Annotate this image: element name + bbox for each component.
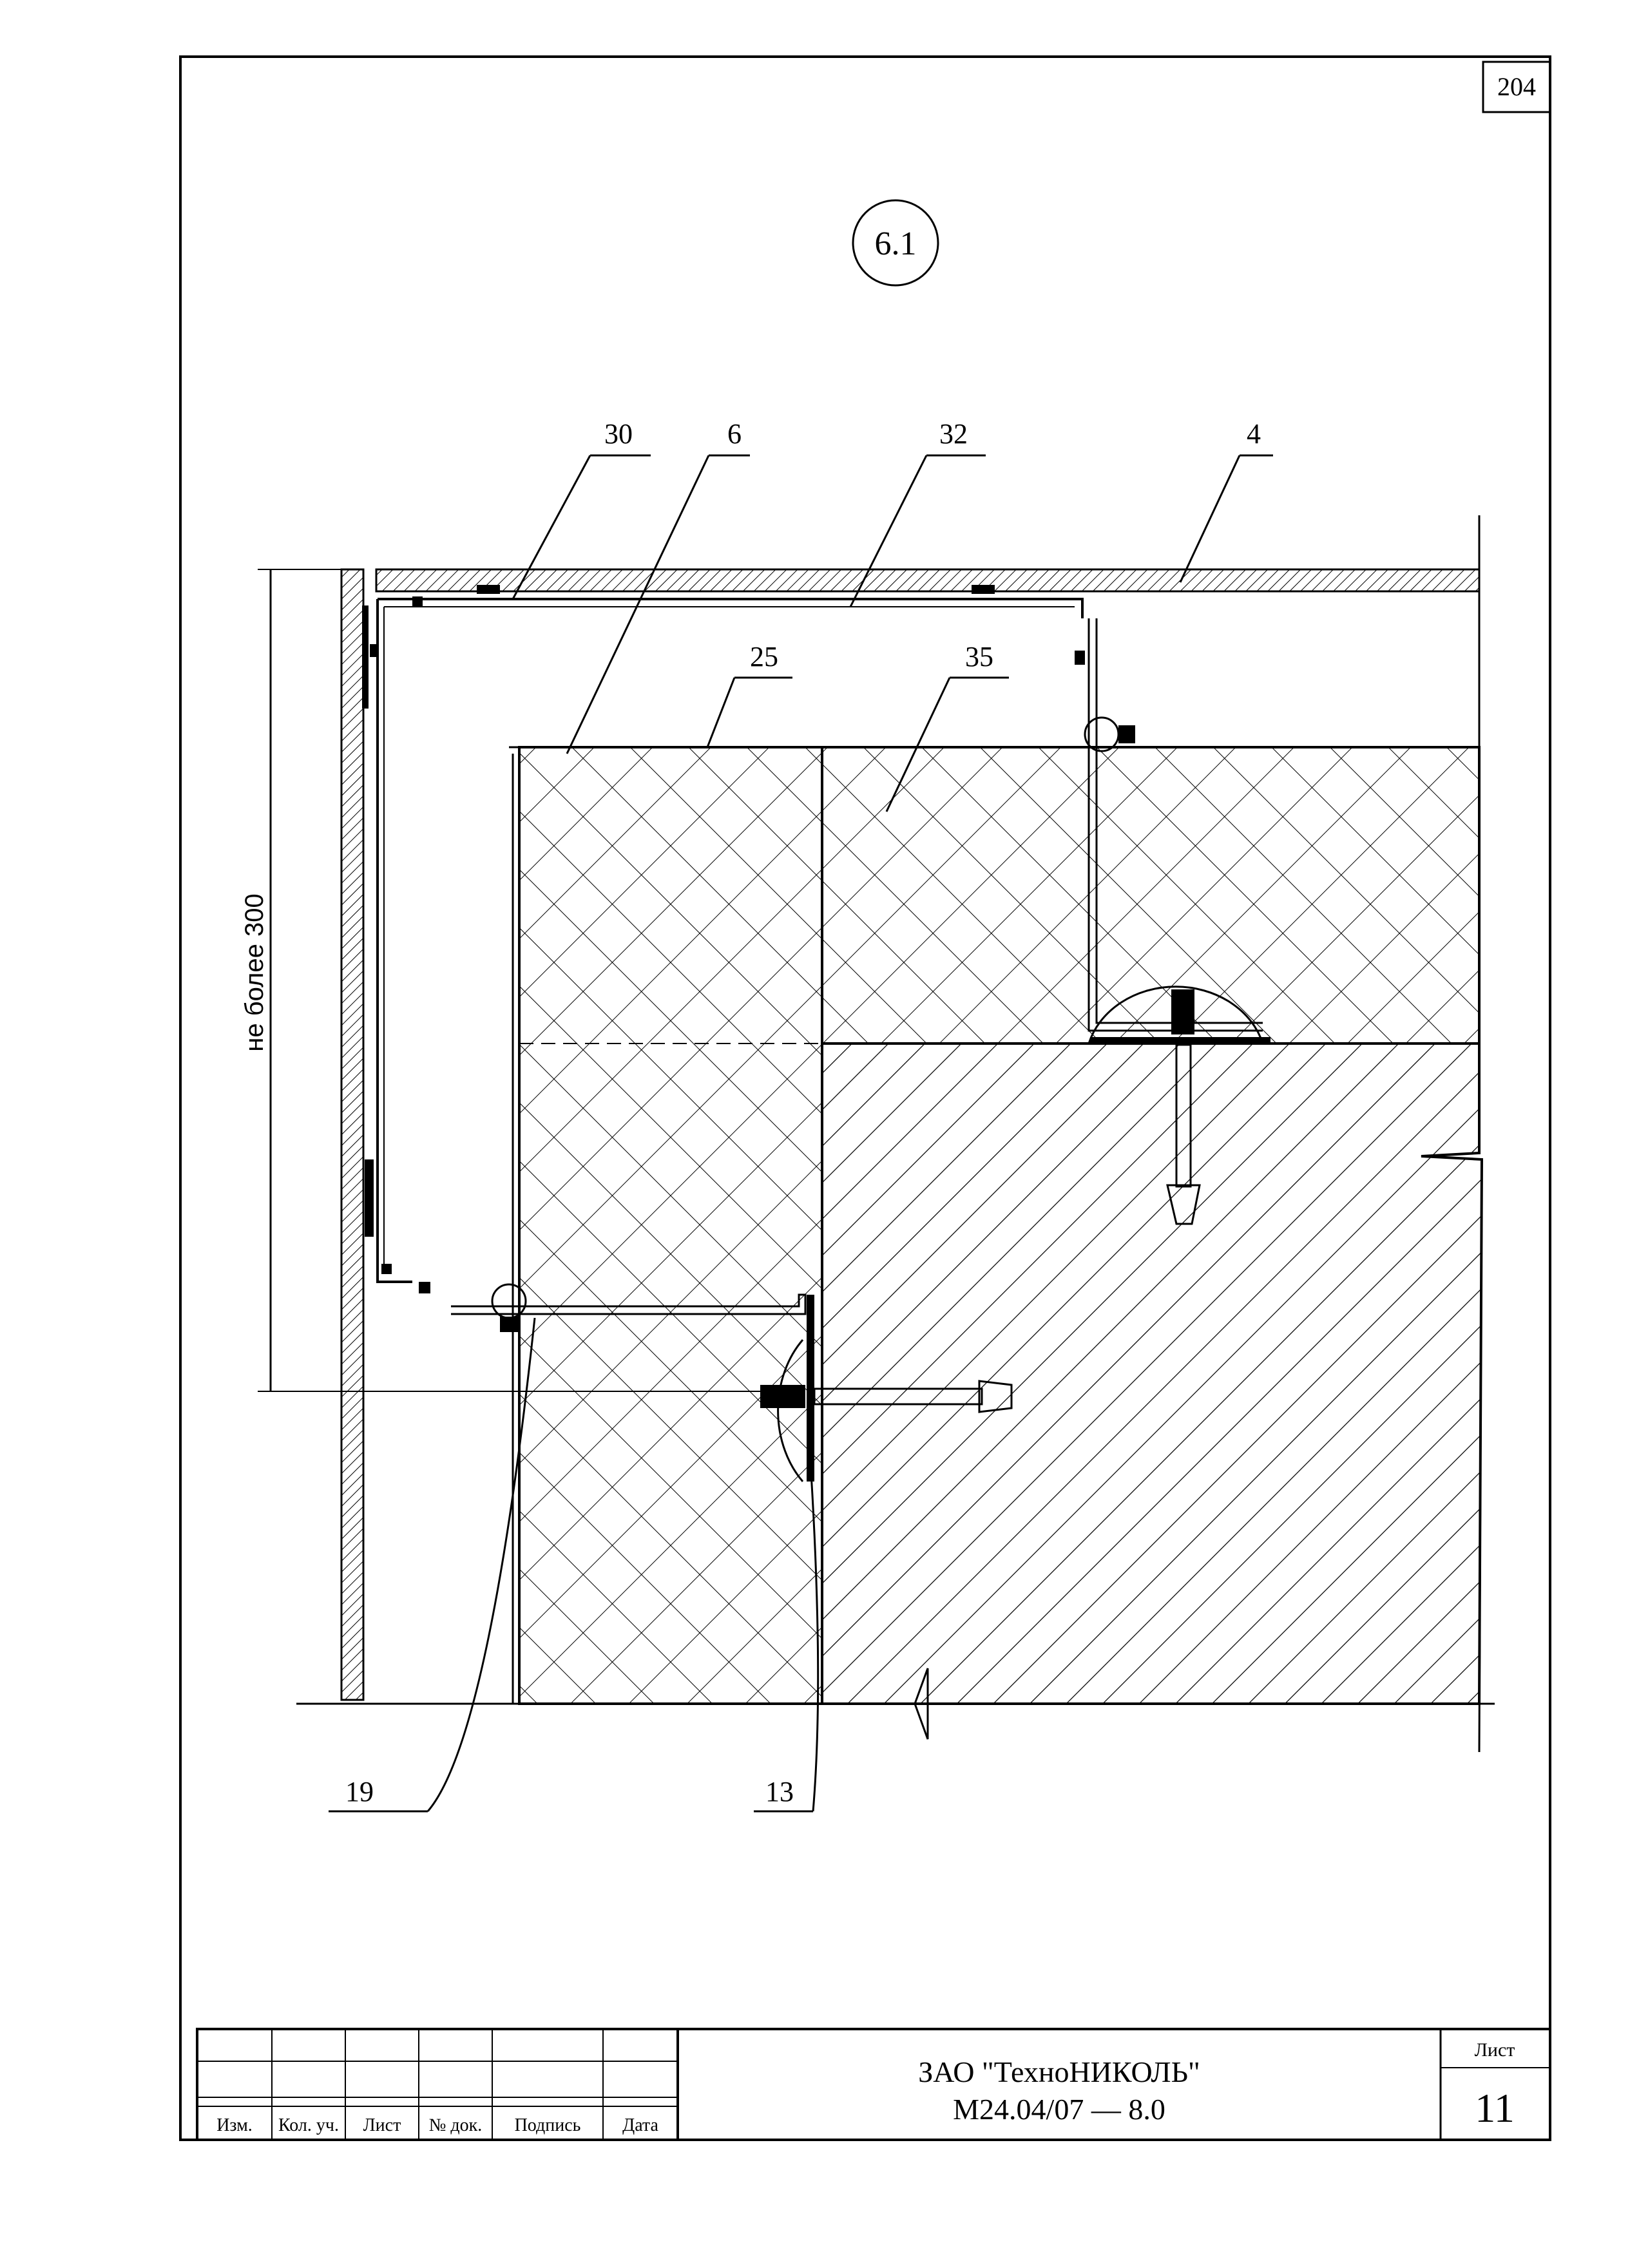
callout-19: 19 — [329, 1317, 536, 1813]
cladding-vertical-panel — [340, 568, 365, 1701]
callout-19-label: 19 — [345, 1776, 374, 1807]
lower-anchor-shaft — [813, 1387, 983, 1406]
break-line-bottom — [296, 1668, 1495, 1740]
title-header-list: Лист — [363, 2115, 401, 2135]
upper-bracket — [1088, 618, 1263, 1032]
callout-25: 25 — [706, 641, 792, 748]
clamp-icon — [370, 644, 379, 657]
corner-sheet-number: 204 — [1497, 72, 1536, 101]
lower-bracket-nut — [500, 1317, 518, 1332]
guide-profile-inner — [383, 606, 1075, 1274]
lower-anchor-tip — [978, 1380, 1013, 1413]
lower-anchor-washer-arc — [777, 1339, 804, 1482]
detail-marker-label: 6.1 — [875, 225, 917, 262]
title-header-podpis: Подпись — [515, 2115, 581, 2135]
callout-32: 32 — [849, 418, 986, 607]
clamp-icon — [477, 585, 500, 594]
dimension-label: не более 300 — [240, 893, 269, 1051]
clamp-icon — [972, 585, 995, 594]
cladding-soffit-panel — [375, 568, 1481, 593]
upper-anchor-shaft — [1175, 1043, 1192, 1188]
callout-35: 35 — [885, 641, 1009, 812]
corner-sheet-box — [1482, 61, 1551, 113]
clamp-icon — [412, 596, 423, 607]
guide-profile — [376, 598, 1084, 1283]
lower-anchor-plate — [807, 1295, 814, 1482]
masonry-wall — [821, 1042, 1484, 1705]
callout-6: 6 — [566, 418, 750, 754]
callout-30-label: 30 — [604, 418, 633, 450]
title-header-izm: Изм. — [216, 2115, 253, 2135]
callout-13: 13 — [754, 1442, 820, 1813]
clamp-icon — [362, 605, 369, 709]
callout-30: 30 — [512, 418, 651, 600]
upper-anchor-nut — [1171, 989, 1194, 1034]
title-block: Изм. Кол. уч. Лист № док. Подпись Дата З… — [196, 2028, 1551, 2141]
title-company: ЗАО "ТехноНИКОЛЬ" — [918, 2055, 1200, 2088]
title-header-ndoc: № док. — [429, 2115, 483, 2135]
clamp-icon — [1075, 651, 1085, 665]
callout-25-label: 25 — [750, 641, 778, 672]
upper-bracket-nut — [1118, 725, 1135, 743]
detail-marker-circle — [852, 199, 939, 287]
callout-35-label: 35 — [965, 641, 993, 672]
title-header-data: Дата — [622, 2115, 658, 2135]
callout-6-label: 6 — [727, 418, 742, 450]
insulation-horizontal-layer — [821, 746, 1481, 1045]
upper-anchor-washer-arc — [1088, 986, 1264, 1044]
callout-4: 4 — [1179, 418, 1273, 583]
upper-anchor-plate — [1090, 1037, 1270, 1045]
title-sheet-label: Лист — [1475, 2039, 1515, 2061]
clamp-icon — [419, 1282, 430, 1293]
lower-anchor-nut — [760, 1385, 805, 1408]
insulation-vertical-layer — [518, 746, 823, 1705]
break-line-right — [1421, 515, 1483, 1753]
clamp-icon — [365, 1159, 374, 1237]
title-sheet-value: 11 — [1475, 2085, 1515, 2131]
callout-13-label: 13 — [765, 1776, 794, 1807]
upper-anchor-tip — [1166, 1184, 1201, 1225]
lower-bracket — [451, 1293, 807, 1315]
clamp-icon — [381, 1264, 392, 1274]
title-document: М24.04/07 — 8.0 — [953, 2093, 1165, 2126]
callout-32-label: 32 — [939, 418, 968, 450]
title-header-kol: Кол. уч. — [278, 2115, 339, 2135]
callout-4-label: 4 — [1247, 418, 1261, 450]
